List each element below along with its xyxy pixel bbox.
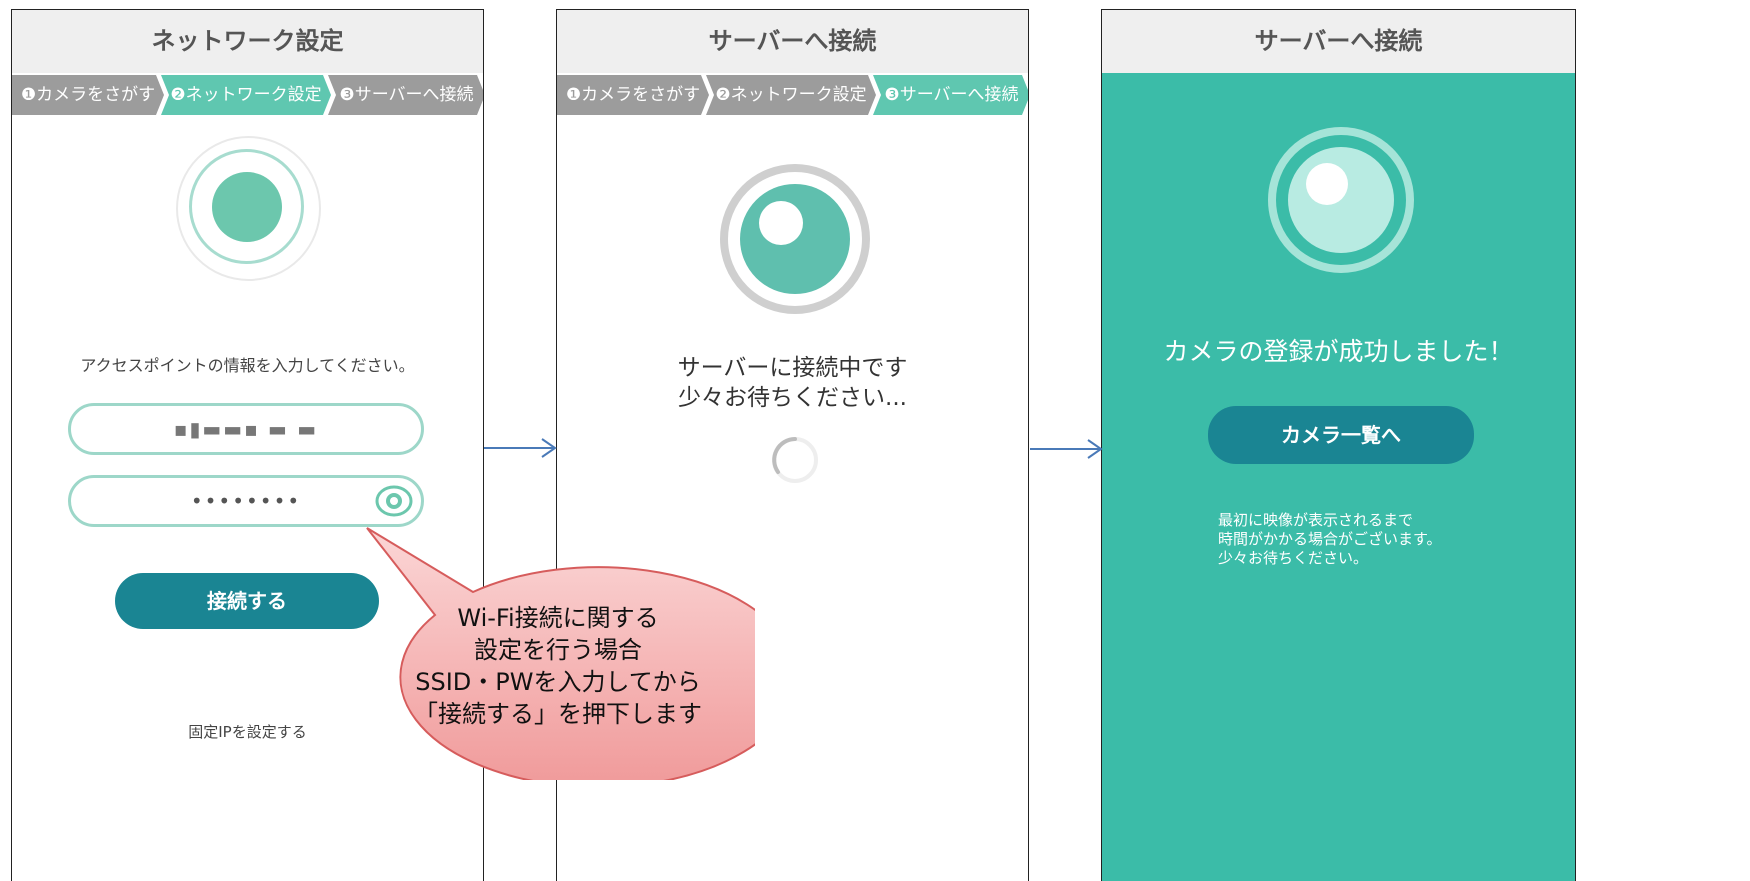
registration-success-screen: サーバーへ接続 カメラの登録が成功しました！ カメラ一覧へ 最初に映像が表示され…: [1101, 9, 1576, 881]
eye-icon[interactable]: [375, 483, 413, 519]
step-network-settings: ❷ネットワーク設定: [706, 75, 876, 115]
page-title: ネットワーク設定: [12, 10, 483, 73]
ssid-value: ▪▮▬▬▪ ▬ ▬: [173, 417, 319, 441]
step-network-settings: ❷ネットワーク設定: [161, 75, 331, 115]
flow-arrow-icon: [1030, 439, 1103, 459]
static-ip-link[interactable]: 固定IPを設定する: [188, 723, 307, 741]
flow-arrow-icon: [484, 438, 557, 458]
callout-line: Wi-Fi接続に関する: [457, 604, 659, 632]
password-input[interactable]: ••••••••: [68, 475, 424, 527]
speech-bubble-callout: [366, 527, 755, 780]
step-indicator: ❶カメラをさがす ❷ネットワーク設定 ❸サーバーへ接続: [557, 75, 1028, 115]
connect-button[interactable]: 接続する: [115, 573, 379, 629]
loading-spinner-icon: [772, 437, 818, 483]
camera-list-button[interactable]: カメラ一覧へ: [1208, 406, 1474, 464]
callout-line: 「接続する」を押下します: [414, 700, 702, 728]
step-find-camera: ❶カメラをさがす: [12, 75, 164, 115]
step-find-camera: ❶カメラをさがす: [557, 75, 709, 115]
network-settings-screen: ネットワーク設定 ❶カメラをさがす ❷ネットワーク設定 ❸サーバーへ接続 アクセ…: [11, 9, 484, 881]
connecting-message: サーバーに接続中です 少々お待ちください...: [557, 353, 1028, 413]
message-line: 少々お待ちください...: [678, 385, 907, 411]
first-video-note: 最初に映像が表示されるまで 時間がかかる場合がございます。 少々お待ちください。: [1218, 511, 1442, 568]
page-title: サーバーへ接続: [1102, 10, 1575, 73]
note-line: 最初に映像が表示されるまで: [1218, 511, 1414, 529]
instruction-text: アクセスポイントの情報を入力してください。: [80, 356, 415, 375]
callout-text: Wi-Fi接続に関する 設定を行う場合 SSID・PWを入力してから 「接続する…: [362, 602, 754, 730]
success-message: カメラの登録が成功しました！: [1163, 337, 1514, 366]
camera-icon: [1268, 127, 1414, 273]
step-connect-server: ❸サーバーへ接続: [873, 75, 1029, 115]
step-connect-server: ❸サーバーへ接続: [328, 75, 484, 115]
callout-line: 設定を行う場合: [474, 636, 642, 664]
wifi-signal-icon: [176, 136, 321, 281]
step-indicator: ❶カメラをさがす ❷ネットワーク設定 ❸サーバーへ接続: [12, 75, 483, 115]
ssid-input[interactable]: ▪▮▬▬▪ ▬ ▬: [68, 403, 424, 455]
message-line: サーバーに接続中です: [677, 355, 908, 381]
page-title: サーバーへ接続: [557, 10, 1028, 73]
password-value: ••••••••: [190, 489, 302, 513]
camera-icon: [720, 164, 870, 314]
callout-line: SSID・PWを入力してから: [415, 668, 701, 696]
note-line: 少々お待ちください。: [1218, 549, 1369, 567]
note-line: 時間がかかる場合がございます。: [1218, 530, 1442, 548]
